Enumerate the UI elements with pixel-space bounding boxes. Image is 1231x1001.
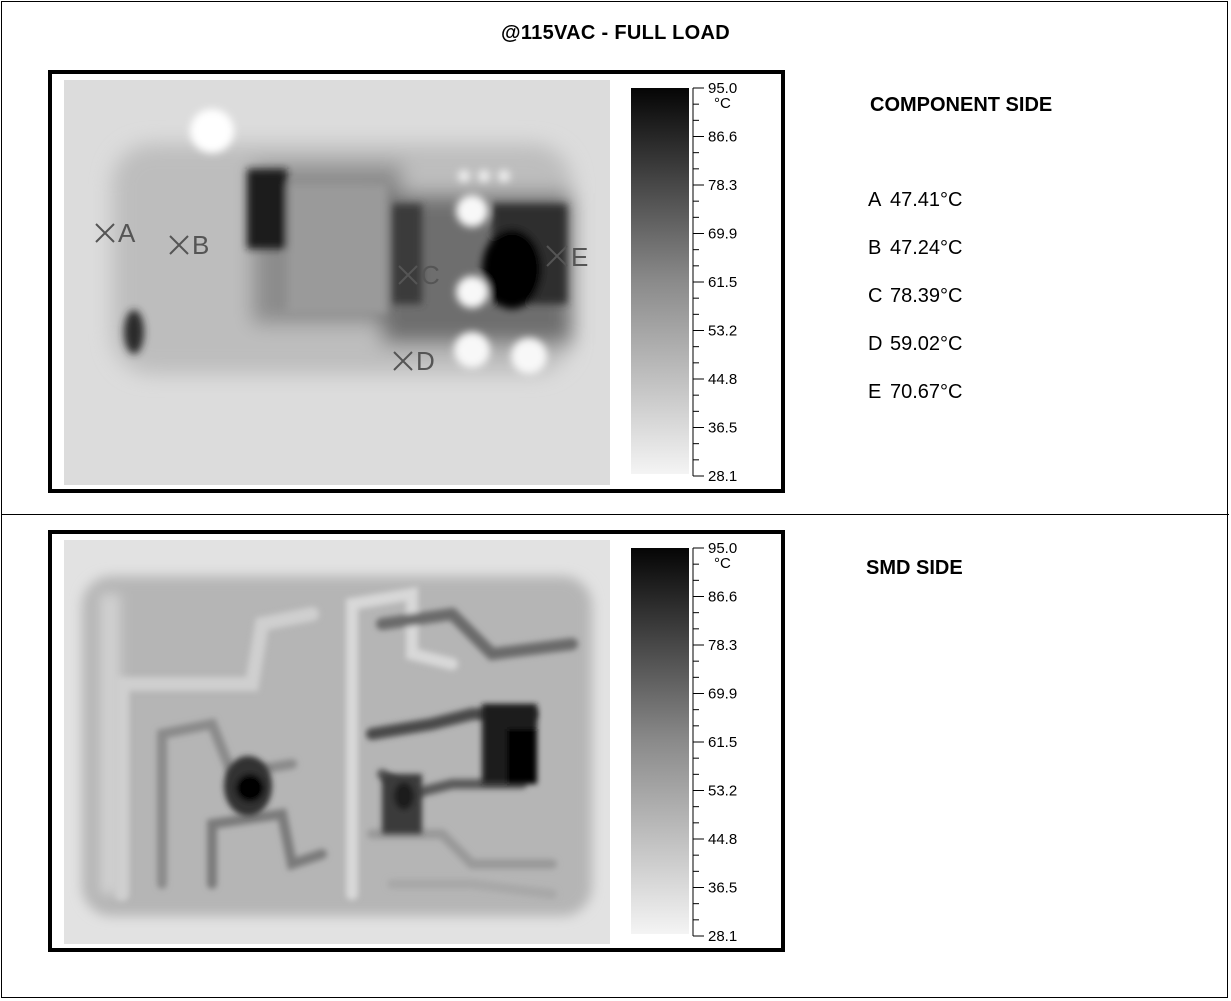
component-side-label: COMPONENT SIDE: [870, 94, 1053, 116]
temperature-scale-bar: [631, 88, 689, 474]
reading-value: 47.24°C: [890, 237, 963, 259]
marker-e-label: E: [571, 242, 588, 272]
scale-tick-label: 36.5: [708, 880, 737, 897]
marker-d-label: D: [416, 346, 435, 376]
reading-point: A: [868, 189, 882, 211]
scale-tick-label: 53.2: [708, 323, 737, 340]
reading-value: 59.02°C: [890, 333, 963, 355]
reading-row: D 59.02°C: [868, 320, 963, 368]
reading-point: D: [868, 333, 883, 355]
scale-tick-label: 95.0: [708, 80, 737, 97]
scale-tick-label: 44.8: [708, 371, 737, 388]
scale-tick-label: 28.1: [708, 468, 737, 485]
reading-row: A 47.41°C: [868, 176, 963, 224]
reading-value: 70.67°C: [890, 381, 963, 403]
reading-point: B: [868, 237, 882, 259]
scale-tick-label: 36.5: [708, 420, 737, 437]
scale-tick-label: 95.0: [708, 540, 737, 557]
marker-e-cross: [546, 245, 568, 267]
thermal-image-smd-side: 95.0 86.6 78.3 69.9 61.5 53.2 44.8 36.5 28.1 °C: [48, 530, 785, 952]
marker-c-label: C: [421, 260, 440, 290]
scale-tick-label: 28.1: [708, 928, 737, 945]
reading-point: E: [868, 381, 882, 403]
reading-row: C 78.39°C: [868, 272, 963, 320]
scale-tick-label: 69.9: [708, 226, 737, 243]
scale-tick-label: 78.3: [708, 177, 737, 194]
scale-tick-label: 86.6: [708, 129, 737, 146]
marker-a-cross: [95, 223, 115, 243]
scale-tick-label: 44.8: [708, 831, 737, 848]
marker-d-cross: [393, 351, 413, 371]
marker-b-cross: [169, 235, 189, 255]
reading-point: C: [868, 285, 883, 307]
reading-row: B 47.24°C: [868, 224, 963, 272]
temperature-scale-bar: [631, 548, 689, 934]
marker-b-label: B: [192, 230, 209, 260]
panel-divider: [1, 514, 1229, 515]
scale-unit-label: °C: [714, 555, 731, 572]
scale-tick-label: 53.2: [708, 783, 737, 800]
scale-unit-label: °C: [714, 95, 731, 112]
smd-side-label: SMD SIDE: [866, 557, 963, 579]
scale-tick-label: 69.9: [708, 686, 737, 703]
temperature-readings-list: A 47.41°C B 47.24°C C 78.39°C D 59.02°C E 70.…: [868, 176, 963, 416]
marker-a-label: A: [118, 218, 136, 248]
scale-tick-label: 61.5: [708, 734, 737, 751]
scale-tick-label: 86.6: [708, 589, 737, 606]
scale-tick-label: 78.3: [708, 637, 737, 654]
marker-c-cross: [398, 265, 418, 285]
reading-row: E 70.67°C: [868, 368, 963, 416]
thermal-image-component-side: A B C D E 95.0 86.6 78.3 69.9 61.5 53.2 44.8 36…: [48, 70, 785, 493]
scale-tick-label: 61.5: [708, 274, 737, 291]
reading-value: 47.41°C: [890, 189, 963, 211]
figure-title: @115VAC - FULL LOAD: [501, 22, 730, 44]
reading-value: 78.39°C: [890, 285, 963, 307]
